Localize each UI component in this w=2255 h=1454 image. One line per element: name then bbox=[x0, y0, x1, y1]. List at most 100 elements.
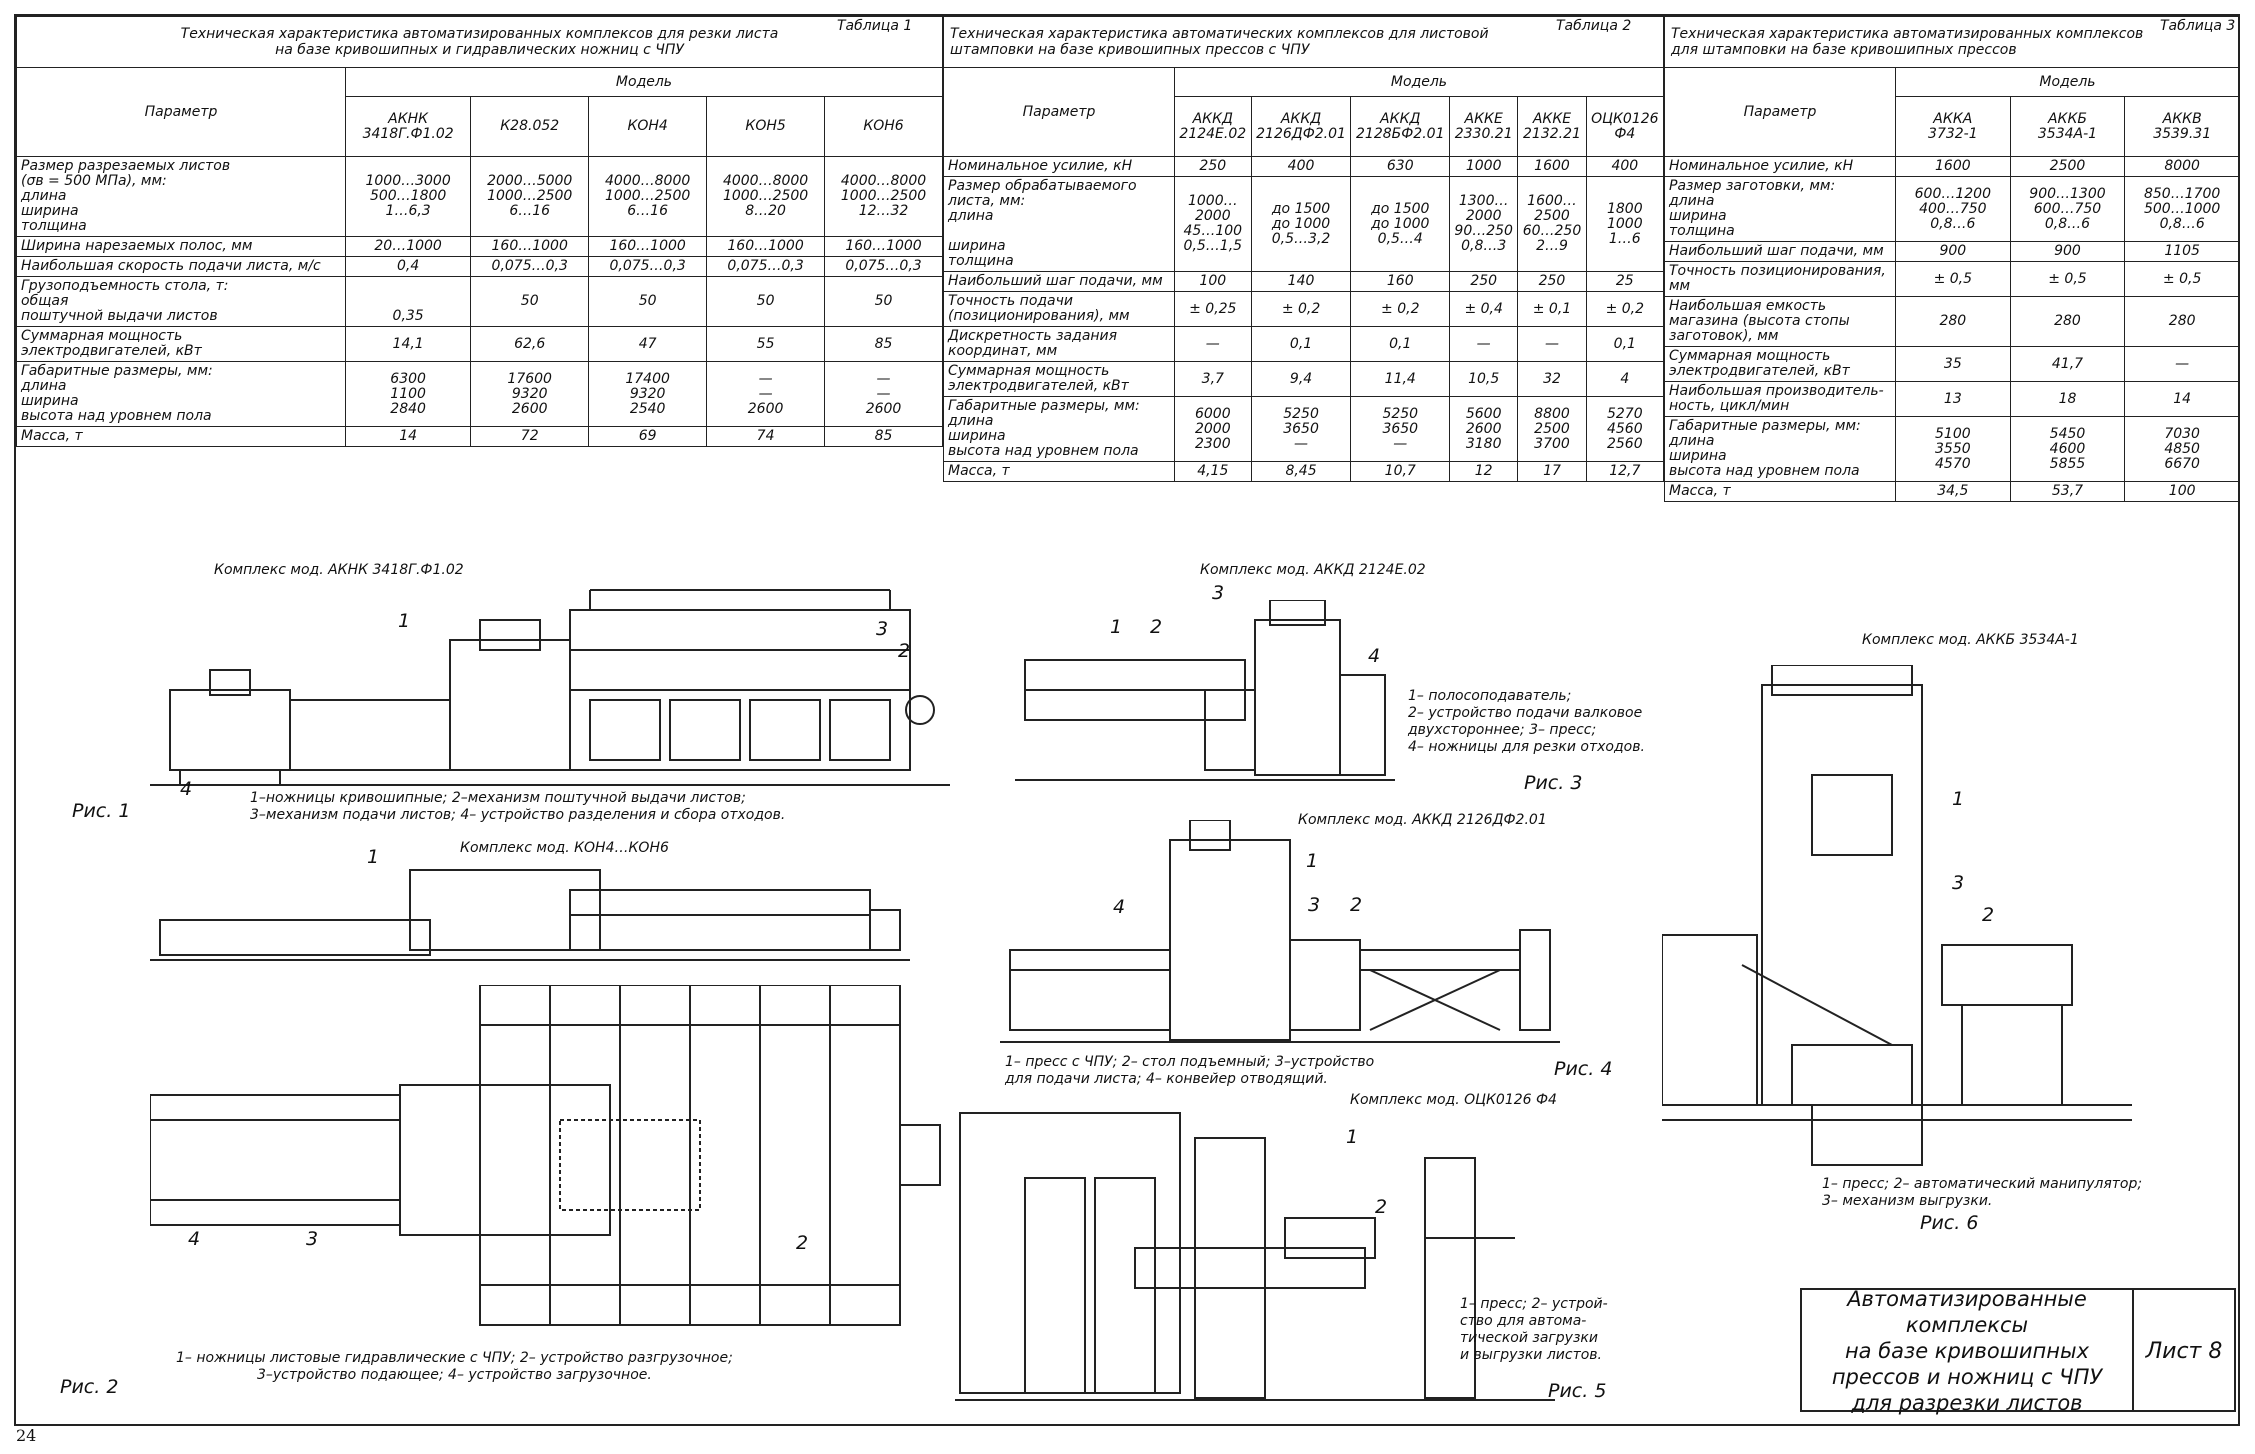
title-block: Автоматизированные комплексы на базе кри… bbox=[1800, 1287, 2236, 1415]
table-3: Техническая характеристика автоматизиров… bbox=[1664, 16, 2240, 502]
table3-value-cell: ± 0,5 bbox=[1895, 261, 2011, 297]
table2-value-cell: до 1500 до 1000 0,5…3,2 bbox=[1250, 176, 1352, 272]
table1-value-cell: 17400 9320 2540 bbox=[588, 361, 708, 427]
table2-value-cell: 4,15 bbox=[1174, 461, 1252, 482]
table2-value-cell: 160 bbox=[1350, 271, 1451, 292]
table2-param-cell: Размер обрабатываемого листа, мм: длина … bbox=[943, 176, 1175, 272]
fig3-caption: Комплекс мод. АККД 2124Е.02 bbox=[1200, 562, 1426, 578]
table-3-number: Таблица 3 bbox=[2160, 18, 2236, 34]
table3-value-cell: 1105 bbox=[2124, 241, 2240, 262]
table2-value-cell: 9,4 bbox=[1250, 361, 1352, 397]
table2-value-cell: до 1500 до 1000 0,5…4 bbox=[1350, 176, 1451, 272]
fig3-n2: 2 bbox=[1150, 616, 1163, 638]
table2-value-cell: 10,5 bbox=[1449, 361, 1519, 397]
table3-value-cell: 850…1700 500…1000 0,8…6 bbox=[2124, 176, 2240, 242]
table-3-param-header: Параметр bbox=[1664, 67, 1896, 157]
fig2-plan-drawing bbox=[150, 985, 941, 1326]
table3-value-cell: 280 bbox=[2124, 296, 2240, 347]
table3-value-cell: 8000 bbox=[2124, 156, 2240, 177]
table1-param-cell: Суммарная мощность электродвигателей, кВ… bbox=[16, 326, 346, 362]
table2-value-cell: 32 bbox=[1517, 361, 1587, 397]
fig1-legend: 1–ножницы кривошипные; 2–механизм поштуч… bbox=[250, 790, 786, 823]
table2-value-cell: 17 bbox=[1517, 461, 1587, 482]
table2-value-cell: 8,45 bbox=[1250, 461, 1352, 482]
fig2-top-n1: 1 bbox=[367, 846, 380, 868]
table3-value-cell: 100 bbox=[2124, 481, 2240, 502]
fig5-n2: 2 bbox=[1375, 1196, 1388, 1218]
table2-value-cell: 0,1 bbox=[1250, 326, 1352, 362]
table2-value-cell: 100 bbox=[1174, 271, 1252, 292]
table2-model-1: АККД 2126ДФ2.01 bbox=[1250, 96, 1352, 157]
table2-value-cell: 11,4 bbox=[1350, 361, 1451, 397]
table2-value-cell: 5600 2600 3180 bbox=[1449, 396, 1519, 462]
fig2-legend: 1– ножницы листовые гидравлические с ЧПУ… bbox=[176, 1350, 733, 1383]
table2-value-cell: 6000 2000 2300 bbox=[1174, 396, 1252, 462]
fig4-label: Рис. 4 bbox=[1554, 1058, 1613, 1080]
table1-value-cell: 160…1000 bbox=[588, 236, 708, 257]
table1-value-cell: 4000…8000 1000…2500 12…32 bbox=[824, 156, 943, 237]
table1-param-cell: Габаритные размеры, мм: длина ширина выс… bbox=[16, 361, 346, 427]
table-2-title: Техническая характеристика автоматически… bbox=[943, 16, 1664, 68]
table-row: Точность позиционирования, мм± 0,5± 0,5±… bbox=[1664, 261, 2240, 297]
table2-value-cell: 12 bbox=[1449, 461, 1519, 482]
title-block-sheet-number: Лист 8 bbox=[2145, 1338, 2223, 1364]
fig3-n1: 1 bbox=[1110, 616, 1123, 638]
table3-value-cell: 5100 3550 4570 bbox=[1895, 416, 2011, 482]
table3-param-cell: Наибольшая производитель- ность, цикл/ми… bbox=[1664, 381, 1896, 417]
table2-value-cell: 0,1 bbox=[1585, 326, 1665, 362]
table1-param-cell: Масса, т bbox=[16, 426, 346, 447]
fig2-label: Рис. 2 bbox=[60, 1376, 119, 1398]
table1-model-4: КОН6 bbox=[824, 96, 943, 157]
table-row: Размер обрабатываемого листа, мм: длина … bbox=[943, 176, 1665, 272]
fig1-n4: 4 bbox=[180, 778, 193, 800]
table3-value-cell: 18 bbox=[2009, 381, 2126, 417]
table3-value-cell: 34,5 bbox=[1895, 481, 2011, 502]
table2-param-cell: Масса, т bbox=[943, 461, 1175, 482]
table1-value-cell: 4000…8000 1000…2500 8…20 bbox=[706, 156, 826, 237]
table3-model-1: АККБ 3534А-1 bbox=[2009, 96, 2126, 157]
table3-param-cell: Точность позиционирования, мм bbox=[1664, 261, 1896, 297]
table2-value-cell: 1000 bbox=[1449, 156, 1519, 177]
table3-param-cell: Наибольшая емкость магазина (высота стоп… bbox=[1664, 296, 1896, 347]
table2-value-cell: 1600 bbox=[1517, 156, 1587, 177]
table2-model-5: ОЦК0126 Ф4 bbox=[1585, 96, 1665, 157]
table2-value-cell: 10,7 bbox=[1350, 461, 1451, 482]
table2-value-cell: 400 bbox=[1585, 156, 1665, 177]
fig1-n2: 2 bbox=[898, 640, 911, 662]
table3-model-2: АККВ 3539.31 bbox=[2124, 96, 2240, 157]
table1-value-cell: 0,075…0,3 bbox=[470, 256, 590, 277]
drawing-sheet bbox=[14, 14, 2240, 1426]
table3-value-cell: 41,7 bbox=[2009, 346, 2126, 382]
fig2-caption: Комплекс мод. КОН4…КОН6 bbox=[460, 840, 669, 856]
fig6-n2: 2 bbox=[1982, 904, 1995, 926]
table1-param-cell: Размер разрезаемых листов (σв = 500 МПа)… bbox=[16, 156, 346, 237]
table2-value-cell: ± 0,2 bbox=[1250, 291, 1352, 327]
table2-value-cell: 1600… 2500 60…250 2…9 bbox=[1517, 176, 1587, 272]
table-1-title: Техническая характеристика автоматизиров… bbox=[16, 16, 943, 68]
fig4-n1: 1 bbox=[1306, 850, 1319, 872]
fig4-n4: 4 bbox=[1113, 896, 1126, 918]
table1-param-cell: Ширина нарезаемых полос, мм bbox=[16, 236, 346, 257]
table3-param-cell: Наибольший шаг подачи, мм bbox=[1664, 241, 1896, 262]
table1-model-1: К28.052 bbox=[470, 96, 590, 157]
table1-param-cell: Грузоподъемность стола, т: общая поштучн… bbox=[16, 276, 346, 327]
table3-value-cell: ± 0,5 bbox=[2124, 261, 2240, 297]
table3-value-cell: 900 bbox=[2009, 241, 2126, 262]
table2-value-cell: 400 bbox=[1250, 156, 1352, 177]
fig2-top-drawing bbox=[150, 869, 910, 961]
table2-value-cell: 630 bbox=[1350, 156, 1451, 177]
fig6-n1: 1 bbox=[1952, 788, 1965, 810]
table-row: Суммарная мощность электродвигателей, кВ… bbox=[943, 361, 1665, 397]
table2-value-cell: ± 0,2 bbox=[1585, 291, 1665, 327]
table3-value-cell: — bbox=[2124, 346, 2240, 382]
table1-value-cell: 160…1000 bbox=[706, 236, 826, 257]
fig4-legend: 1– пресс с ЧПУ; 2– стол подъемный; 3–уст… bbox=[1005, 1054, 1375, 1087]
table3-param-cell: Габаритные размеры, мм: длина ширина выс… bbox=[1664, 416, 1896, 482]
fig4-n2: 2 bbox=[1350, 894, 1363, 916]
table3-value-cell: 900 bbox=[1895, 241, 2011, 262]
fig5-n1: 1 bbox=[1346, 1126, 1359, 1148]
